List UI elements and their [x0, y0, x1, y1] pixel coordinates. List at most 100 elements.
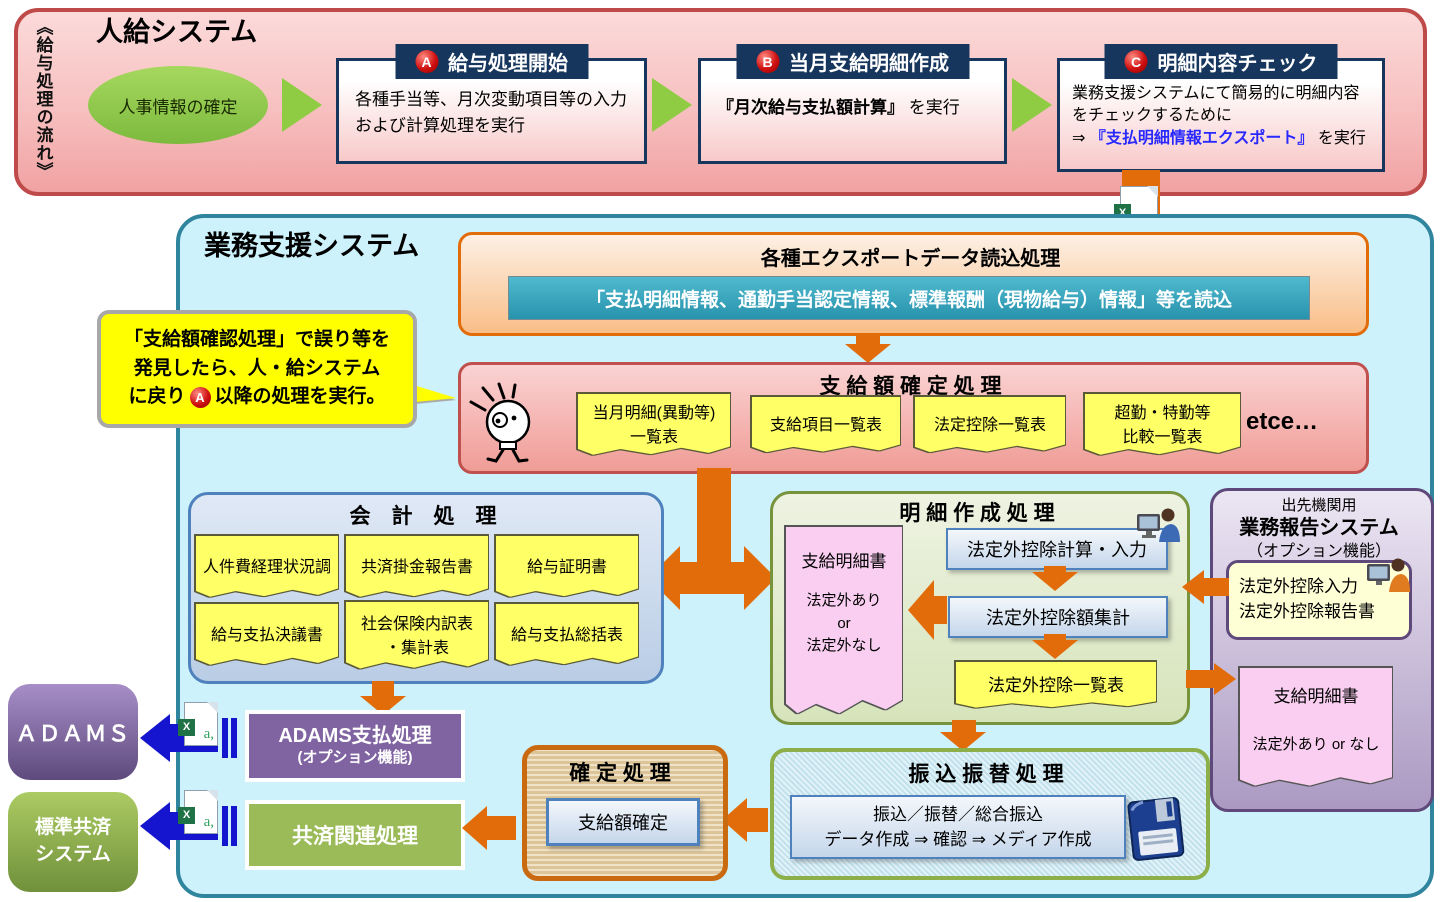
detail-to-report-doc-arrow-shaft: [1186, 670, 1214, 688]
detail-step1-box: 法定外控除計算・入力: [946, 528, 1168, 570]
detail-to-transfer-arrow-head: [940, 732, 986, 751]
floppy-disk-icon: [1127, 797, 1185, 861]
kyosai-process-box: 共済関連処理: [245, 800, 465, 870]
accounting-doc-1: 人件費経理状況調: [196, 536, 338, 600]
fix-amount-button: 支給額確定: [546, 798, 700, 846]
report-payslip-sub: 法定外あり or なし: [1252, 736, 1380, 753]
detail-arrow1-head: [1032, 572, 1078, 591]
report-to-detail-arrow-head: [1182, 570, 1204, 604]
step-c-line3: ⇒ 『支払明細情報エクスポート』 を実行: [1072, 128, 1374, 150]
step-a-title: 給与処理開始: [448, 53, 568, 75]
step-c-header: C 明細内容チェック: [1104, 44, 1338, 79]
green-right-arrow-icon-1: [282, 78, 322, 132]
steps-to-payslip-arrow-head: [908, 580, 934, 640]
accounting-doc-2: 共済掛金報告書: [346, 536, 488, 600]
accounting-to-adams-arrow-shaft: [372, 681, 394, 696]
detail-arrow1-shaft: [1044, 566, 1066, 572]
step-b-header: B 当月支給明細作成: [736, 44, 969, 79]
kyosai-external-box: 標準共済 システム: [8, 792, 138, 892]
to-kyosai-arrow-bar2: [231, 806, 237, 846]
detail-arrow2-shaft: [1044, 634, 1066, 640]
green-right-arrow-icon-3: [1012, 78, 1052, 132]
step-b-box: B 当月支給明細作成 『月次給与支払額計算』 を実行: [698, 44, 1007, 164]
report-input-line1: 法定外控除入力: [1239, 577, 1358, 597]
callout-line3: に戻り A 以降の処理を実行。: [128, 383, 386, 412]
transfer-detail-box: 振込／振替／総合振込 データ作成 ⇒ 確認 ⇒ メディア作成: [790, 795, 1126, 859]
import-to-confirm-arrow-head: [845, 344, 891, 363]
confirm-box-title: 支 給 額 確 定 処 理: [819, 375, 1002, 398]
confirm-etc-label: etce…: [1246, 408, 1319, 435]
step-b-title: 当月支給明細作成: [789, 53, 949, 75]
transfer-line2: データ作成 ⇒ 確認 ⇒ メディア作成: [824, 830, 1092, 849]
confirm-doc-4: 超勤・特勤等 比較一覧表: [1085, 394, 1240, 458]
transfer-to-fix-arrow-shaft: [746, 808, 768, 832]
adams-external-box: ＡＤＡＭＳ: [8, 684, 138, 780]
step-c-line3-post: を実行: [1313, 129, 1366, 147]
to-adams-arrow-bar1: [222, 718, 228, 758]
excel-file-icon-adams: X a,: [178, 702, 218, 746]
fix-title: 確 定 処 理: [569, 762, 671, 785]
step-b-body: 『月次給与支払額計算』 を実行: [701, 61, 1004, 129]
step-c-title: 明細内容チェック: [1157, 53, 1318, 75]
person-at-computer-icon-1: [1137, 508, 1180, 542]
jinkyu-panel-title: 人給システム: [96, 17, 258, 47]
step-b-rest: を実行: [904, 98, 960, 117]
detail-creation-title: 明 細 作 成 処 理: [899, 502, 1055, 525]
step-a-header: A 給与処理開始: [395, 44, 588, 79]
detail-to-report-doc-arrow-head: [1214, 663, 1236, 695]
confirm-doc-3: 法定控除一覧表: [915, 397, 1065, 455]
callout-line3-pre: に戻り: [128, 386, 186, 408]
error-callout: 「支給額確認処理」で誤り等を 発見したら、人・給システム に戻り A 以降の処理…: [97, 310, 417, 428]
step-c-line3-pre: ⇒: [1072, 129, 1090, 147]
transfer-title: 振 込 振 替 処 理: [908, 763, 1064, 786]
green-right-arrow-icon-2: [652, 78, 692, 132]
to-adams-arrow-bar2: [231, 718, 237, 758]
step-c-badge: C: [1124, 50, 1148, 73]
fix-to-kyosai-arrow-shaft: [486, 816, 516, 840]
adams-payment-box: ADAMS支払処理 (オプション機能): [245, 710, 465, 782]
step-c-export-link: 『支払明細情報エクスポート』: [1089, 129, 1314, 147]
confirm-doc-2: 支給項目一覧表: [752, 397, 900, 455]
adams-payment-line1: ADAMS支払処理: [278, 725, 432, 748]
accounting-doc-5: 社会保険内訳表 ・集計表: [346, 602, 488, 672]
lightbulb-character-icon: [469, 382, 531, 463]
import-detail-bar: 「支払明細情報、通勤手当認定情報、標準報酬（現物給与）情報」等を読込: [508, 276, 1310, 320]
accounting-doc-4: 給与支払決議書: [196, 604, 338, 668]
payslip-doc-title: 支給明細書: [801, 552, 887, 571]
step-a-line2: および計算処理を実行: [355, 116, 525, 136]
adams-payment-line2: (オプション機能): [297, 749, 413, 767]
page-fold-icon: [1147, 186, 1158, 197]
callout-badge-a: A: [189, 387, 211, 408]
detail-arrow2-head: [1032, 640, 1078, 659]
callout-line2: 発見したら、人・給システム: [133, 357, 381, 379]
branch-arrow-bar: [678, 562, 744, 594]
report-sub: （オプション機能）: [1246, 543, 1391, 560]
report-payslip-doc: 支給明細書 法定外あり or なし: [1240, 668, 1392, 788]
payslip-doc: 支給明細書 法定外あり or 法定外なし: [786, 527, 902, 717]
accounting-doc-3: 給与証明書: [496, 536, 638, 600]
accounting-doc-6: 給与支払総括表: [496, 604, 638, 668]
report-tag: 出先機関用: [1281, 497, 1357, 514]
step-a-body: 各種手当等、月次変動項目等の入力 および計算処理を実行: [339, 61, 644, 148]
to-kyosai-arrow-bar1: [222, 806, 228, 846]
step-c-line2: をチェックするために: [1072, 107, 1233, 125]
support-panel-title: 業務支援システム: [204, 231, 420, 261]
step-c-body: 業務支援システムにて簡易的に明細内容 をチェックするために ⇒ 『支払明細情報エ…: [1060, 61, 1382, 156]
detail-to-transfer-arrow-shaft: [952, 720, 976, 732]
report-to-detail-arrow-shaft: [1203, 578, 1229, 596]
start-ellipse: 人事情報の確定: [88, 66, 268, 144]
step-a-box: A 給与処理開始 各種手当等、月次変動項目等の入力 および計算処理を実行: [336, 44, 647, 164]
step-c-line1: 業務支援システムにて簡易的に明細内容: [1072, 85, 1360, 102]
to-kyosai-arrow-head: [140, 802, 170, 850]
detail-step2-box: 法定外控除額集計: [948, 596, 1168, 638]
transfer-line1: 振込／振替／総合振込: [873, 804, 1043, 824]
step-a-line1: 各種手当等、月次変動項目等の入力: [355, 90, 627, 109]
excel-file-icon-kyosai: X a,: [178, 790, 218, 834]
step-b-badge: B: [756, 50, 779, 73]
step-a-badge: A: [415, 50, 438, 73]
detail-list-doc: 法定外控除一覧表: [956, 662, 1156, 710]
report-input-line2: 法定外控除報告書: [1239, 602, 1375, 621]
confirm-doc-1: 当月明細(異動等) 一覧表: [578, 394, 730, 458]
step-c-box: C 明細内容チェック 業務支援システムにて簡易的に明細内容 をチェックするために…: [1057, 44, 1385, 172]
